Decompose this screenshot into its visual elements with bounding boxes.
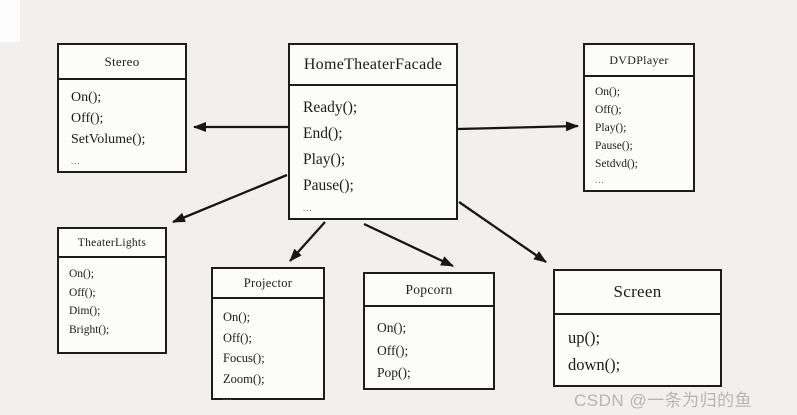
- photo-artifact-corner: [0, 0, 20, 42]
- method-line: Off();: [223, 330, 252, 345]
- method-line: up();: [568, 328, 601, 347]
- ellipsis-line: ...: [303, 203, 313, 213]
- method-line: On();: [377, 320, 407, 335]
- class-methods: Ready(); End(); Play(); Pause(); ...: [290, 86, 456, 218]
- method-line: End();: [303, 125, 343, 142]
- method-line: Focus();: [223, 351, 265, 365]
- method-line: Pause();: [595, 140, 633, 152]
- class-box-screen: Screen up(); down();: [553, 269, 722, 387]
- method-line: Off();: [69, 286, 96, 299]
- ellipsis-line: ...: [595, 175, 605, 185]
- csdn-watermark: CSDN @一条为归的鱼: [574, 391, 753, 410]
- method-line: Off();: [595, 104, 622, 116]
- method-line: On();: [223, 310, 251, 324]
- ellipsis-line: ...: [71, 156, 81, 166]
- class-title: TheaterLights: [59, 229, 165, 258]
- method-line: Setdvd();: [595, 158, 638, 170]
- arrow-facade-to-theaterlights: [172, 173, 288, 224]
- class-methods: On(); Off(); Focus(); Zoom(); ...: [213, 299, 323, 402]
- arrow-facade-to-projector: [289, 221, 326, 262]
- method-line: Ready();: [303, 99, 358, 116]
- method-line: On();: [69, 268, 94, 280]
- method-line: On();: [71, 90, 102, 105]
- class-title: HomeTheaterFacade: [290, 45, 456, 86]
- method-line: Bright();: [69, 323, 110, 336]
- method-line: Off();: [71, 111, 104, 126]
- method-line: SetVolume();: [71, 132, 146, 147]
- class-methods: On(); Off(); Dim(); Bright();: [59, 258, 165, 352]
- ellipsis-line: ...: [223, 392, 233, 402]
- method-line: On();: [595, 86, 620, 98]
- arrow-facade-to-popcorn: [363, 222, 454, 268]
- method-line: Play();: [595, 122, 627, 134]
- class-title: Screen: [555, 271, 720, 315]
- method-line: down();: [568, 355, 621, 374]
- method-line: Zoom();: [223, 371, 265, 386]
- class-methods: up(); down();: [555, 315, 720, 385]
- method-line: Pop();: [377, 365, 411, 380]
- class-methods: On(); Off(); SetVolume(); ...: [59, 80, 185, 171]
- method-line: Off();: [377, 342, 409, 358]
- class-box-hometheaterfacade: HomeTheaterFacade Ready(); End(); Play()…: [288, 43, 458, 220]
- class-title: Popcorn: [365, 274, 493, 307]
- method-line: Pause();: [303, 177, 354, 194]
- class-box-popcorn: Popcorn On(); Off(); Pop();: [363, 272, 495, 390]
- class-methods: On(); Off(); Pop();: [365, 307, 493, 388]
- class-title: Stereo: [59, 45, 185, 80]
- class-box-dvdplayer: DVDPlayer On(); Off(); Play(); Pause(); …: [583, 43, 695, 192]
- class-methods: On(); Off(); Play(); Pause(); Setdvd(); …: [585, 77, 693, 190]
- class-box-stereo: Stereo On(); Off(); SetVolume(); ...: [57, 43, 187, 173]
- class-title: Projector: [213, 269, 323, 299]
- arrow-facade-to-dvdplayer: [457, 121, 579, 132]
- method-line: Play();: [303, 151, 346, 168]
- method-line: Dim();: [69, 305, 101, 317]
- class-title: DVDPlayer: [585, 45, 693, 77]
- arrow-facade-to-screen: [458, 201, 547, 263]
- class-box-projector: Projector On(); Off(); Focus(); Zoom(); …: [211, 267, 325, 402]
- class-box-theaterlights: TheaterLights On(); Off(); Dim(); Bright…: [57, 227, 167, 354]
